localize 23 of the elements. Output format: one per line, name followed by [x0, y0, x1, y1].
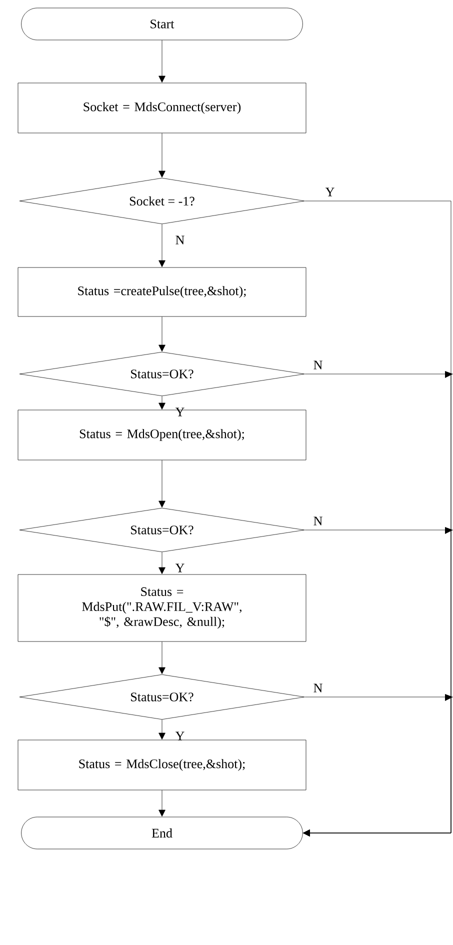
process-box: Status = MdsClose(tree,&shot); — [18, 740, 306, 790]
arrow — [158, 133, 166, 178]
arrow — [158, 552, 166, 574]
arrow — [158, 224, 166, 268]
edge-label: N — [314, 684, 322, 692]
process-box: Status = MdsPut(".RAW.FIL_V:RAW", "$", &rawDesc, &null); — [18, 574, 306, 642]
arrow — [158, 396, 166, 410]
arrow — [158, 316, 166, 352]
arrow — [303, 694, 453, 836]
arrow — [158, 460, 166, 508]
edge-label: Y — [325, 188, 334, 196]
edge-label: Y — [175, 564, 184, 572]
edge-label: Y — [175, 408, 184, 416]
arrow — [158, 642, 166, 674]
edge-label: N — [314, 360, 322, 370]
edge-label: N — [176, 236, 184, 244]
process-box: Status =createPulse(tree,&shot); — [18, 267, 306, 317]
edge-label: N — [314, 516, 322, 526]
arrow — [158, 40, 166, 83]
arrow — [158, 720, 166, 740]
arrow — [158, 790, 166, 817]
process-box: Socket = MdsConnect(server) — [18, 82, 306, 134]
edge-label: Y — [175, 732, 184, 740]
